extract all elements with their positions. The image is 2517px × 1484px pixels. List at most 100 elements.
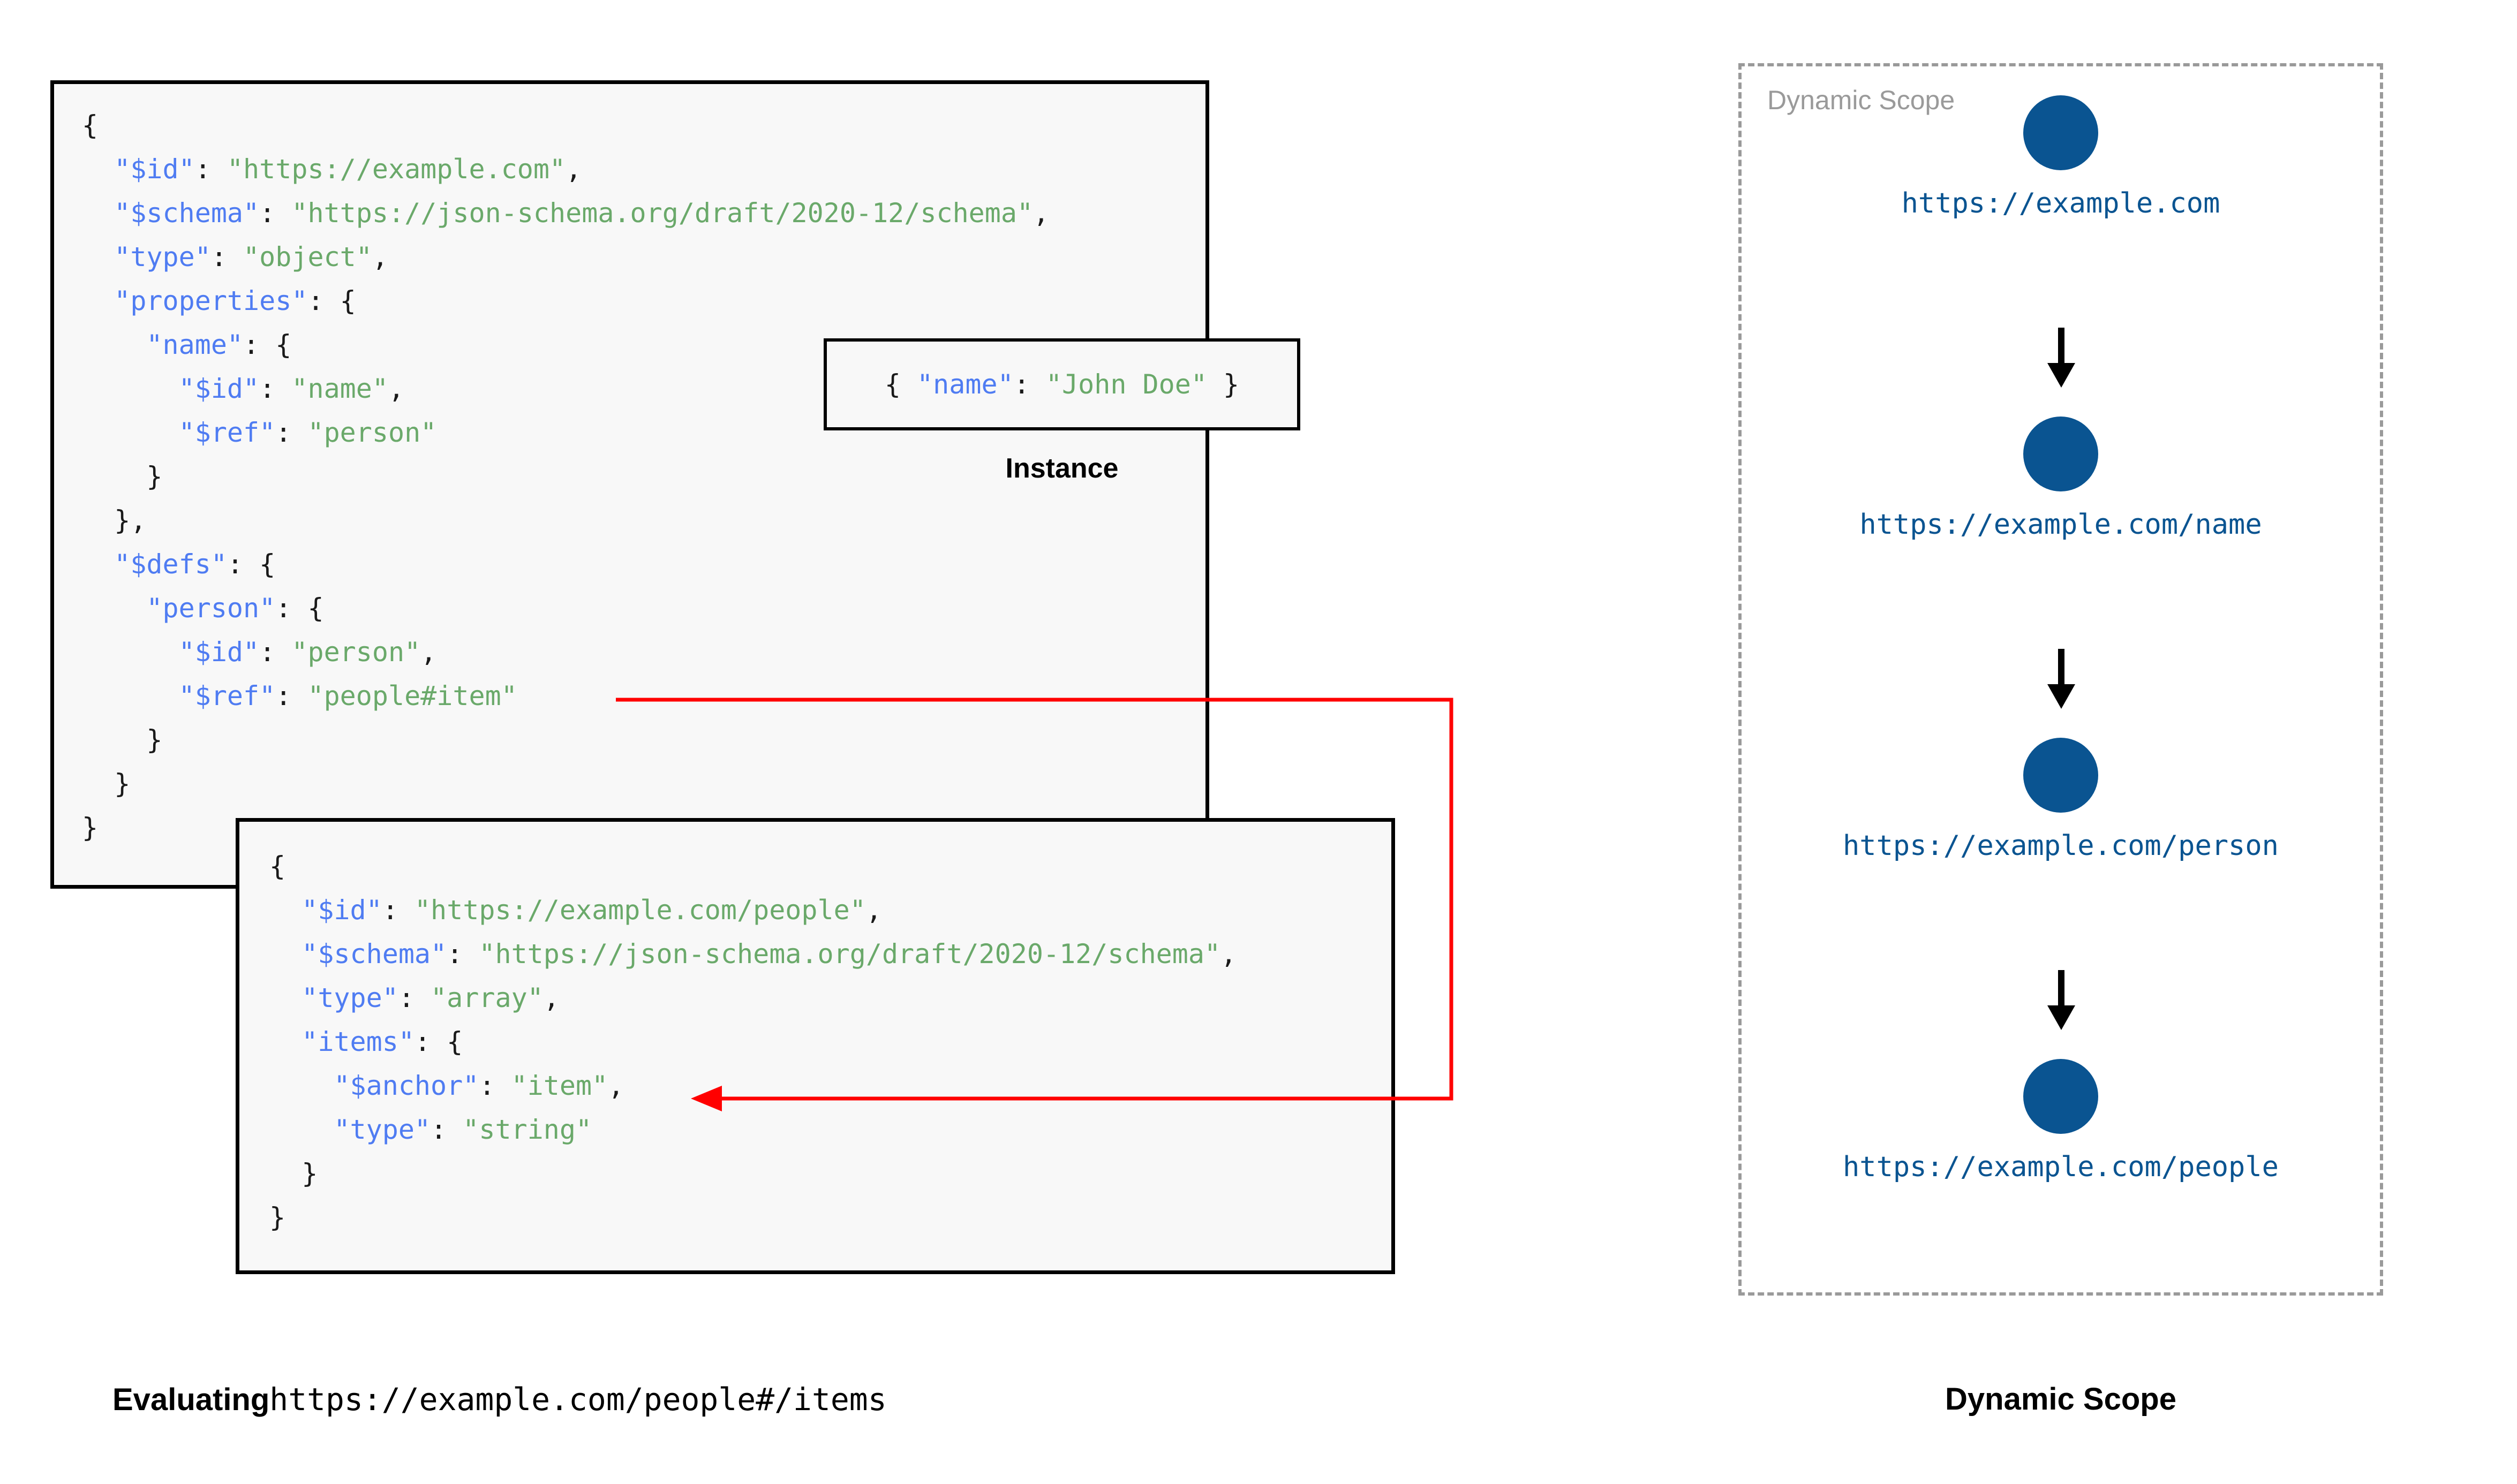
code-token: "type" <box>114 241 211 272</box>
root-schema-box: { "$id": "https://example.com", "$schema… <box>50 80 1209 889</box>
code-line: "$schema": "https://json-schema.org/draf… <box>269 932 1237 976</box>
code-line: }, <box>82 498 1049 542</box>
code-line: "$schema": "https://json-schema.org/draf… <box>82 191 1049 235</box>
code-token: "properties" <box>114 285 308 316</box>
code-line: "$id": "https://example.com", <box>82 147 1049 191</box>
code-token: "people#item" <box>307 680 517 711</box>
code-line: } <box>269 1195 1237 1239</box>
code-token: : <box>259 637 292 668</box>
caption-evaluating-uri: https://example.com/people#/items <box>269 1381 887 1418</box>
code-token: "person" <box>307 417 437 448</box>
code-line: "$ref": "people#item" <box>82 674 1049 718</box>
code-token: "$ref" <box>178 680 276 711</box>
code-token: } <box>146 461 163 492</box>
code-token: , <box>608 1070 624 1101</box>
code-token: "name" <box>917 369 1014 400</box>
code-token: , <box>420 637 437 668</box>
code-token: { <box>884 369 917 400</box>
code-token: , <box>543 982 560 1013</box>
people-schema-box: { "$id": "https://example.com/people", "… <box>236 818 1395 1274</box>
code-token: : <box>210 241 244 272</box>
code-line: "$anchor": "item", <box>269 1064 1237 1108</box>
scope-node-label: https://example.com/people <box>1843 1151 2279 1183</box>
root-schema-code: { "$id": "https://example.com", "$schema… <box>82 103 1049 850</box>
code-token: "$id" <box>302 895 382 926</box>
code-line: { <box>82 103 1049 147</box>
code-token: } <box>114 768 131 799</box>
code-token: "$schema" <box>302 938 447 970</box>
code-token: "items" <box>302 1026 415 1057</box>
code-token: "type" <box>302 982 398 1013</box>
people-schema-code: { "$id": "https://example.com/people", "… <box>269 844 1237 1239</box>
code-token: , <box>388 373 405 404</box>
code-line: "type": "object", <box>82 235 1049 279</box>
code-token: : { <box>307 285 356 316</box>
code-line: "$id": "name", <box>82 367 1049 411</box>
code-token: : { <box>227 549 276 580</box>
code-token: { <box>82 110 99 141</box>
code-token: , <box>566 154 582 185</box>
code-token: : <box>259 198 292 229</box>
code-token: : <box>194 154 227 185</box>
dynamic-scope-title: Dynamic Scope <box>1767 85 1955 115</box>
code-line: "$id": "https://example.com/people", <box>269 888 1237 932</box>
scope-node-label: https://example.com/person <box>1843 830 2279 862</box>
code-token: "$ref" <box>178 417 276 448</box>
code-line: "name": { <box>82 323 1049 367</box>
code-line: } <box>82 762 1049 806</box>
code-token: "https://json-schema.org/draft/2020-12/s… <box>291 198 1034 229</box>
code-token: } <box>302 1158 318 1189</box>
code-token: : <box>479 1070 511 1101</box>
code-token: }, <box>114 505 147 536</box>
instance-code: { "name": "John Doe" } <box>885 368 1239 400</box>
code-token: , <box>865 895 882 926</box>
code-token: "$schema" <box>114 198 260 229</box>
code-token: } <box>146 724 163 755</box>
code-token: "$id" <box>178 373 260 404</box>
code-token: "array" <box>431 982 544 1013</box>
caption-dynamic-scope: Dynamic Scope <box>1945 1382 2176 1417</box>
code-line: } <box>82 806 1049 850</box>
code-token: : <box>431 1114 463 1145</box>
instance-code-wrap: { "name": "John Doe" } <box>827 342 1297 427</box>
code-line: } <box>82 718 1049 762</box>
code-line: "items": { <box>269 1020 1237 1064</box>
dynamic-scope-panel <box>1738 63 2383 1296</box>
code-token: : <box>259 373 292 404</box>
code-token: : <box>398 982 431 1013</box>
code-token: "$id" <box>114 154 195 185</box>
scope-node-circle-icon <box>2023 738 2098 813</box>
code-token: "$defs" <box>114 549 227 580</box>
instance-label: Instance <box>1005 453 1119 484</box>
scope-node-label: https://example.com <box>1901 187 2220 219</box>
code-line: "person": { <box>82 586 1049 630</box>
code-line: "$ref": "person" <box>82 411 1049 455</box>
code-token: : { <box>243 329 292 360</box>
code-token: , <box>1220 938 1237 970</box>
code-token: "https://example.com/people" <box>414 895 866 926</box>
scope-node-0: https://example.com <box>1738 95 2383 219</box>
code-token: } <box>269 1202 286 1233</box>
code-token: : <box>275 417 308 448</box>
code-line: "properties": { <box>82 279 1049 323</box>
code-token: "object" <box>243 241 372 272</box>
code-line: } <box>269 1152 1237 1195</box>
code-token: "John Doe" <box>1045 369 1207 400</box>
code-token: : { <box>275 593 324 624</box>
code-token: : <box>447 938 479 970</box>
code-token: : <box>382 895 415 926</box>
instance-box: { "name": "John Doe" } <box>824 338 1300 430</box>
code-line: } <box>82 455 1049 498</box>
code-token: "https://example.com" <box>227 154 566 185</box>
code-token: "https://json-schema.org/draft/2020-12/s… <box>479 938 1221 970</box>
code-line: "type": "string" <box>269 1108 1237 1152</box>
code-token: "name" <box>291 373 388 404</box>
code-line: "$id": "person", <box>82 630 1049 674</box>
code-token: "$anchor" <box>334 1070 479 1101</box>
code-token: { <box>269 851 286 882</box>
scope-arrow-down-icon-2 <box>2047 970 2075 1030</box>
caption-evaluating-bold: Evaluating <box>112 1382 270 1417</box>
code-token: "person" <box>291 637 421 668</box>
code-token: : { <box>414 1026 463 1057</box>
